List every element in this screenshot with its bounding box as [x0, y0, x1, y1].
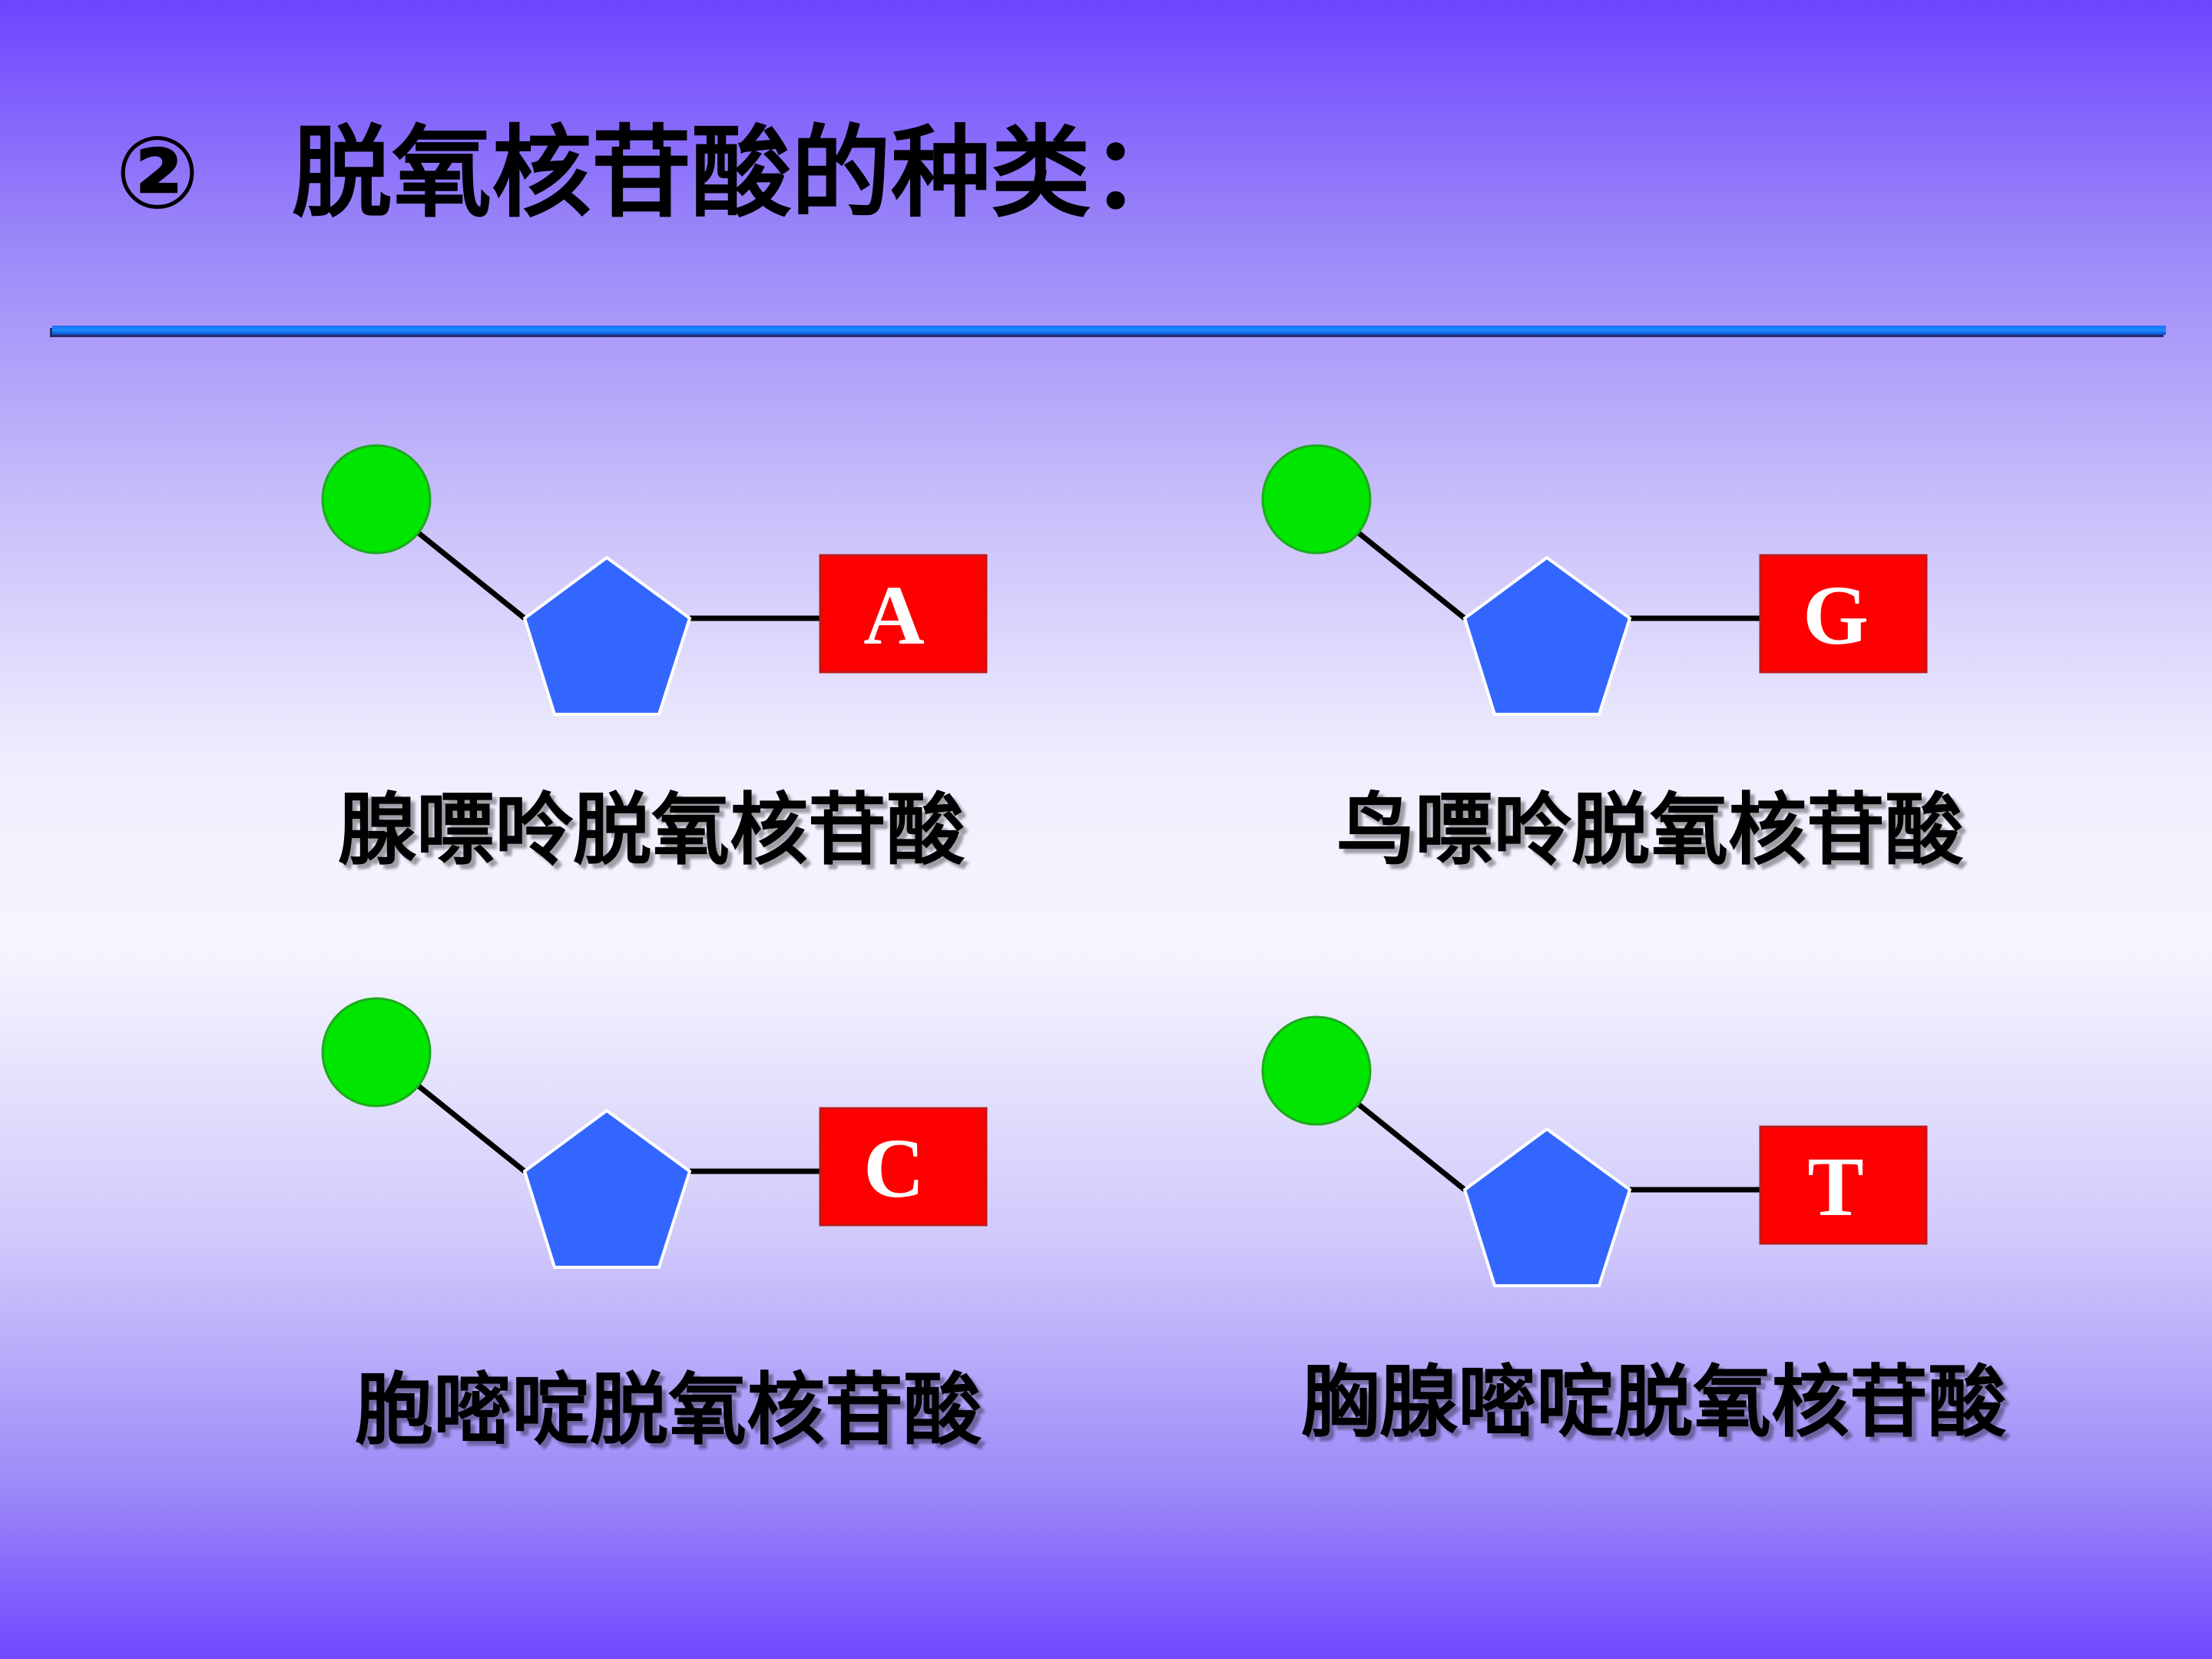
base-letter: C [863, 1121, 924, 1215]
deoxyribose-sugar [1462, 1127, 1632, 1287]
phosphate-sugar-bond [1353, 1099, 1467, 1192]
deoxyribose-sugar [522, 1108, 692, 1269]
phosphate-group [1261, 1015, 1372, 1126]
nitrogenous-base [819, 554, 988, 674]
nitrogenous-base [1759, 1125, 1928, 1245]
nitrogenous-base [1759, 554, 1928, 674]
phosphate-sugar-bond [412, 528, 527, 621]
phosphate-sugar-bond [412, 1081, 527, 1174]
phosphate-group [1261, 444, 1372, 555]
phosphate-group [321, 444, 432, 555]
caption-guanine: 鸟嘌呤脱氧核苷酸 [1336, 784, 1963, 876]
base-letter: T [1807, 1140, 1863, 1233]
nucleotide-a: A [321, 444, 988, 716]
base-letter: G [1803, 568, 1869, 662]
nucleotide-g: G [1261, 444, 1928, 716]
phosphate-sugar-bond [1353, 528, 1467, 621]
base-letter: A [863, 568, 924, 662]
caption-adenine: 腺嘌呤脱氧核苷酸 [338, 784, 965, 876]
caption-thymine: 胸腺嘧啶脱氧核苷酸 [1301, 1356, 2006, 1449]
caption-cytosine: 胞嘧啶脱氧核苷酸 [355, 1364, 982, 1456]
title-text: 脱氧核苷酸的种类： [292, 114, 1191, 231]
title-divider [52, 326, 2166, 335]
deoxyribose-sugar [522, 555, 692, 716]
deoxyribose-sugar [1462, 555, 1632, 716]
nucleotide-t: T [1261, 1015, 1928, 1287]
title-number-marker: ② [115, 114, 200, 231]
nitrogenous-base [819, 1107, 988, 1227]
nucleotide-c: C [321, 997, 988, 1269]
phosphate-group [321, 997, 432, 1108]
